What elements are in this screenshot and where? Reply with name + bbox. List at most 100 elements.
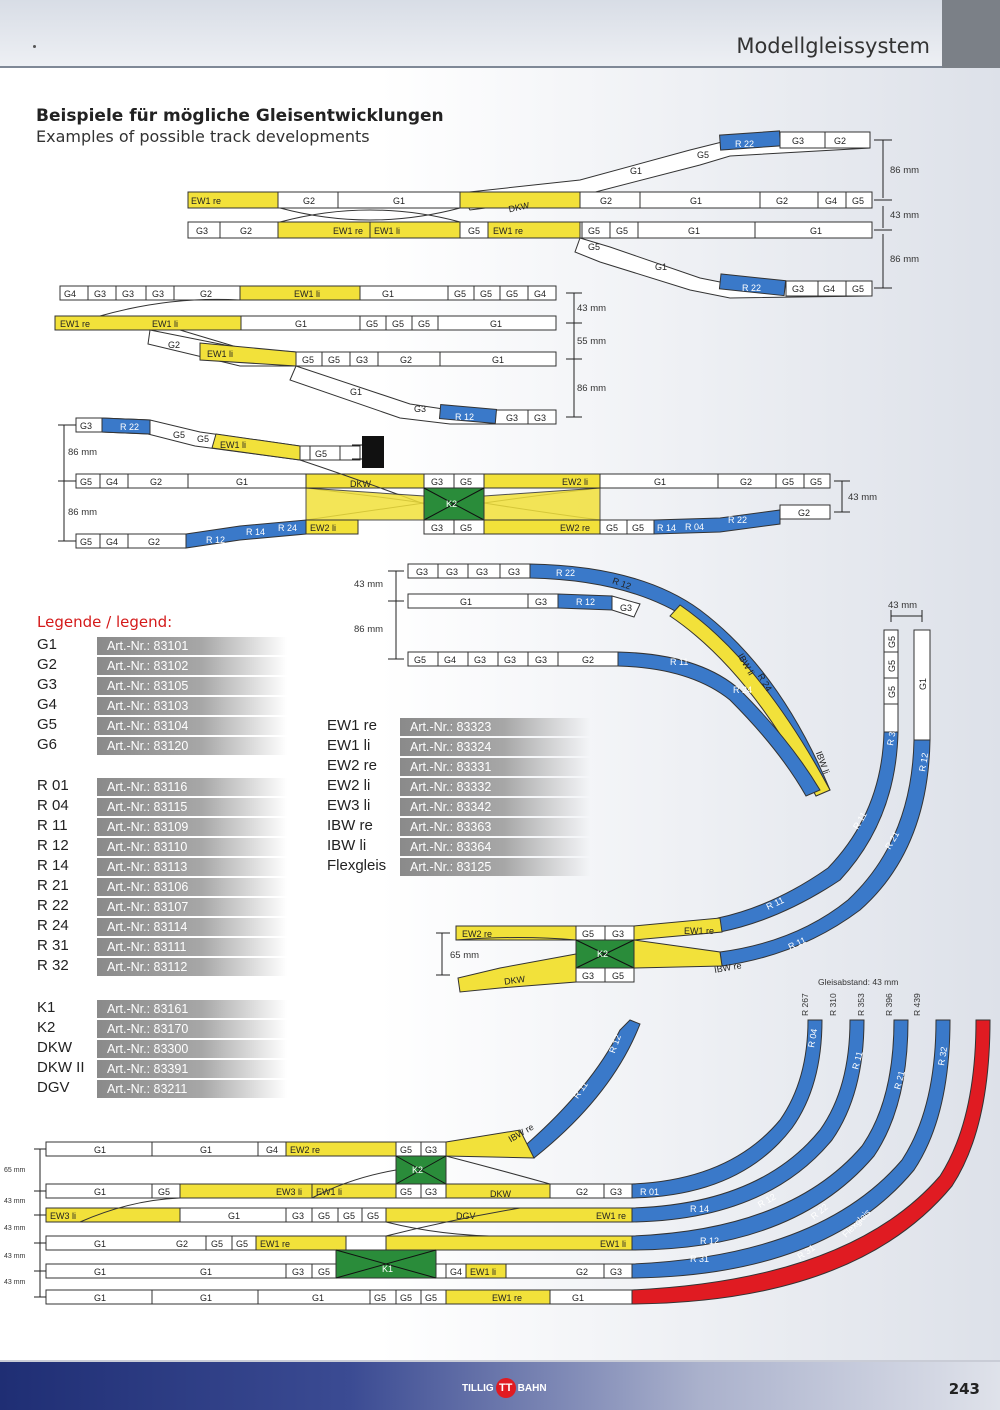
- svg-text:G3: G3: [122, 289, 134, 299]
- page-number: 243: [948, 1380, 980, 1398]
- legend-title-de: Legende: [37, 613, 102, 631]
- legend-article-number: Art.-Nr.: 83104: [97, 717, 287, 735]
- svg-text:EW2 re: EW2 re: [290, 1145, 320, 1155]
- svg-text:EW1 re: EW1 re: [260, 1239, 290, 1249]
- svg-text:EW2 re: EW2 re: [560, 523, 590, 533]
- svg-text:EW3 li: EW3 li: [50, 1211, 76, 1221]
- legend-article-number: Art.-Nr.: 83120: [97, 737, 287, 755]
- svg-text:G3: G3: [506, 413, 518, 423]
- svg-text:G4: G4: [266, 1145, 278, 1155]
- legend-article-number: Art.-Nr.: 83391: [97, 1060, 287, 1078]
- svg-text:EW1 re: EW1 re: [60, 319, 90, 329]
- radius-label: R 353: [856, 993, 866, 1016]
- bullet-dot: [33, 45, 36, 48]
- svg-text:R 21: R 21: [892, 1070, 907, 1091]
- legend-code: G4: [37, 696, 58, 713]
- legend-code: IBW li: [327, 837, 367, 854]
- svg-text:EW1 li: EW1 li: [294, 289, 320, 299]
- svg-text:G1: G1: [94, 1145, 106, 1155]
- svg-text:G5: G5: [80, 477, 92, 487]
- svg-text:G2: G2: [600, 196, 612, 206]
- dim-label: 43 mm: [890, 210, 919, 221]
- svg-text:G3: G3: [416, 567, 428, 577]
- svg-text:G4: G4: [444, 655, 456, 665]
- dim-label: 55 mm: [577, 336, 606, 347]
- legend-code: G5: [37, 716, 58, 733]
- svg-text:G3: G3: [414, 404, 426, 414]
- legend-code: R 24: [37, 917, 69, 934]
- svg-text:G5: G5: [582, 929, 594, 939]
- svg-text:R 24: R 24: [278, 523, 297, 533]
- legend-code: R 22: [37, 897, 69, 914]
- svg-text:EW3 li: EW3 li: [276, 1187, 302, 1197]
- legend-article-number: Art.-Nr.: 83331: [400, 758, 590, 776]
- header-title: Modellgleissystem: [736, 34, 930, 58]
- dim-label: 43 mm: [354, 579, 383, 590]
- dim-label: 43 mm: [888, 600, 917, 611]
- svg-text:G5: G5: [454, 289, 466, 299]
- svg-text:G3: G3: [534, 413, 546, 423]
- legend-code: DGV: [37, 1079, 70, 1096]
- svg-text:G3: G3: [476, 567, 488, 577]
- legend-article-number: Art.-Nr.: 83110: [97, 838, 287, 856]
- legend-article-number: Art.-Nr.: 83170: [97, 1020, 287, 1038]
- svg-text:G3: G3: [504, 655, 516, 665]
- svg-text:G3: G3: [535, 597, 547, 607]
- legend-article-number: Art.-Nr.: 83323: [400, 718, 590, 736]
- svg-text:G5: G5: [80, 537, 92, 547]
- dim-label: 65 mm: [450, 950, 479, 961]
- svg-text:G1: G1: [200, 1293, 212, 1303]
- svg-text:G5: G5: [414, 655, 426, 665]
- svg-text:G5: G5: [343, 1211, 355, 1221]
- svg-text:G4: G4: [534, 289, 546, 299]
- svg-text:G5: G5: [425, 1293, 437, 1303]
- legend-code: R 14: [37, 857, 69, 874]
- logo-text-right: BAHN: [517, 1382, 547, 1394]
- svg-text:G1: G1: [490, 319, 502, 329]
- svg-text:G5: G5: [158, 1187, 170, 1197]
- header-tab: [942, 0, 1000, 68]
- svg-text:G3: G3: [431, 523, 443, 533]
- svg-text:G3: G3: [446, 567, 458, 577]
- svg-text:R 32: R 32: [936, 1046, 949, 1066]
- svg-text:K2: K2: [446, 499, 457, 509]
- svg-text:R 22: R 22: [735, 139, 754, 149]
- svg-text:EW1 li: EW1 li: [374, 226, 400, 236]
- svg-text:G3: G3: [152, 289, 164, 299]
- svg-text:G1: G1: [572, 1293, 584, 1303]
- svg-text:EW1 re: EW1 re: [191, 196, 221, 206]
- legend-code: G1: [37, 636, 58, 653]
- svg-text:R 04: R 04: [806, 1028, 819, 1048]
- gleisabstand-label: Gleisabstand: 43 mm: [818, 977, 898, 987]
- svg-text:G5: G5: [366, 319, 378, 329]
- svg-text:G3: G3: [94, 289, 106, 299]
- legend-article-number: Art.-Nr.: 83161: [97, 1000, 287, 1018]
- legend-article-number: Art.-Nr.: 83115: [97, 798, 287, 816]
- svg-text:EW1 li: EW1 li: [600, 1239, 626, 1249]
- svg-text:R 04: R 04: [685, 522, 704, 532]
- svg-text:G1: G1: [200, 1267, 212, 1277]
- legend-code: R 31: [37, 937, 69, 954]
- svg-text:G3: G3: [508, 567, 520, 577]
- footer-rule: [0, 1360, 1000, 1362]
- legend-article-number: Art.-Nr.: 83332: [400, 778, 590, 796]
- svg-text:G2: G2: [200, 289, 212, 299]
- svg-text:G3: G3: [582, 971, 594, 981]
- legend-article-number: Art.-Nr.: 83105: [97, 677, 287, 695]
- svg-text:G4: G4: [823, 284, 835, 294]
- svg-text:G1: G1: [312, 1293, 324, 1303]
- svg-text:G5: G5: [480, 289, 492, 299]
- legend-article-number: Art.-Nr.: 83364: [400, 838, 590, 856]
- diagram-5: G5 G5 G5 G1 R 32 R 12 R 11 R 21 R 11 R 1…: [436, 610, 931, 993]
- svg-text:G5: G5: [315, 449, 327, 459]
- dim-label: 43 mm: [577, 303, 606, 314]
- svg-text:EW1 re: EW1 re: [596, 1211, 626, 1221]
- svg-text:EW1 re: EW1 re: [684, 926, 714, 936]
- logo-text-left: TILLIG: [462, 1382, 494, 1394]
- legend-code: R 04: [37, 797, 69, 814]
- dim-label-small: 43 mm: [4, 1253, 26, 1260]
- svg-text:R 22: R 22: [742, 283, 761, 293]
- svg-text:EW1 re: EW1 re: [492, 1293, 522, 1303]
- svg-text:G3: G3: [80, 421, 92, 431]
- legend-code: K1: [37, 999, 56, 1016]
